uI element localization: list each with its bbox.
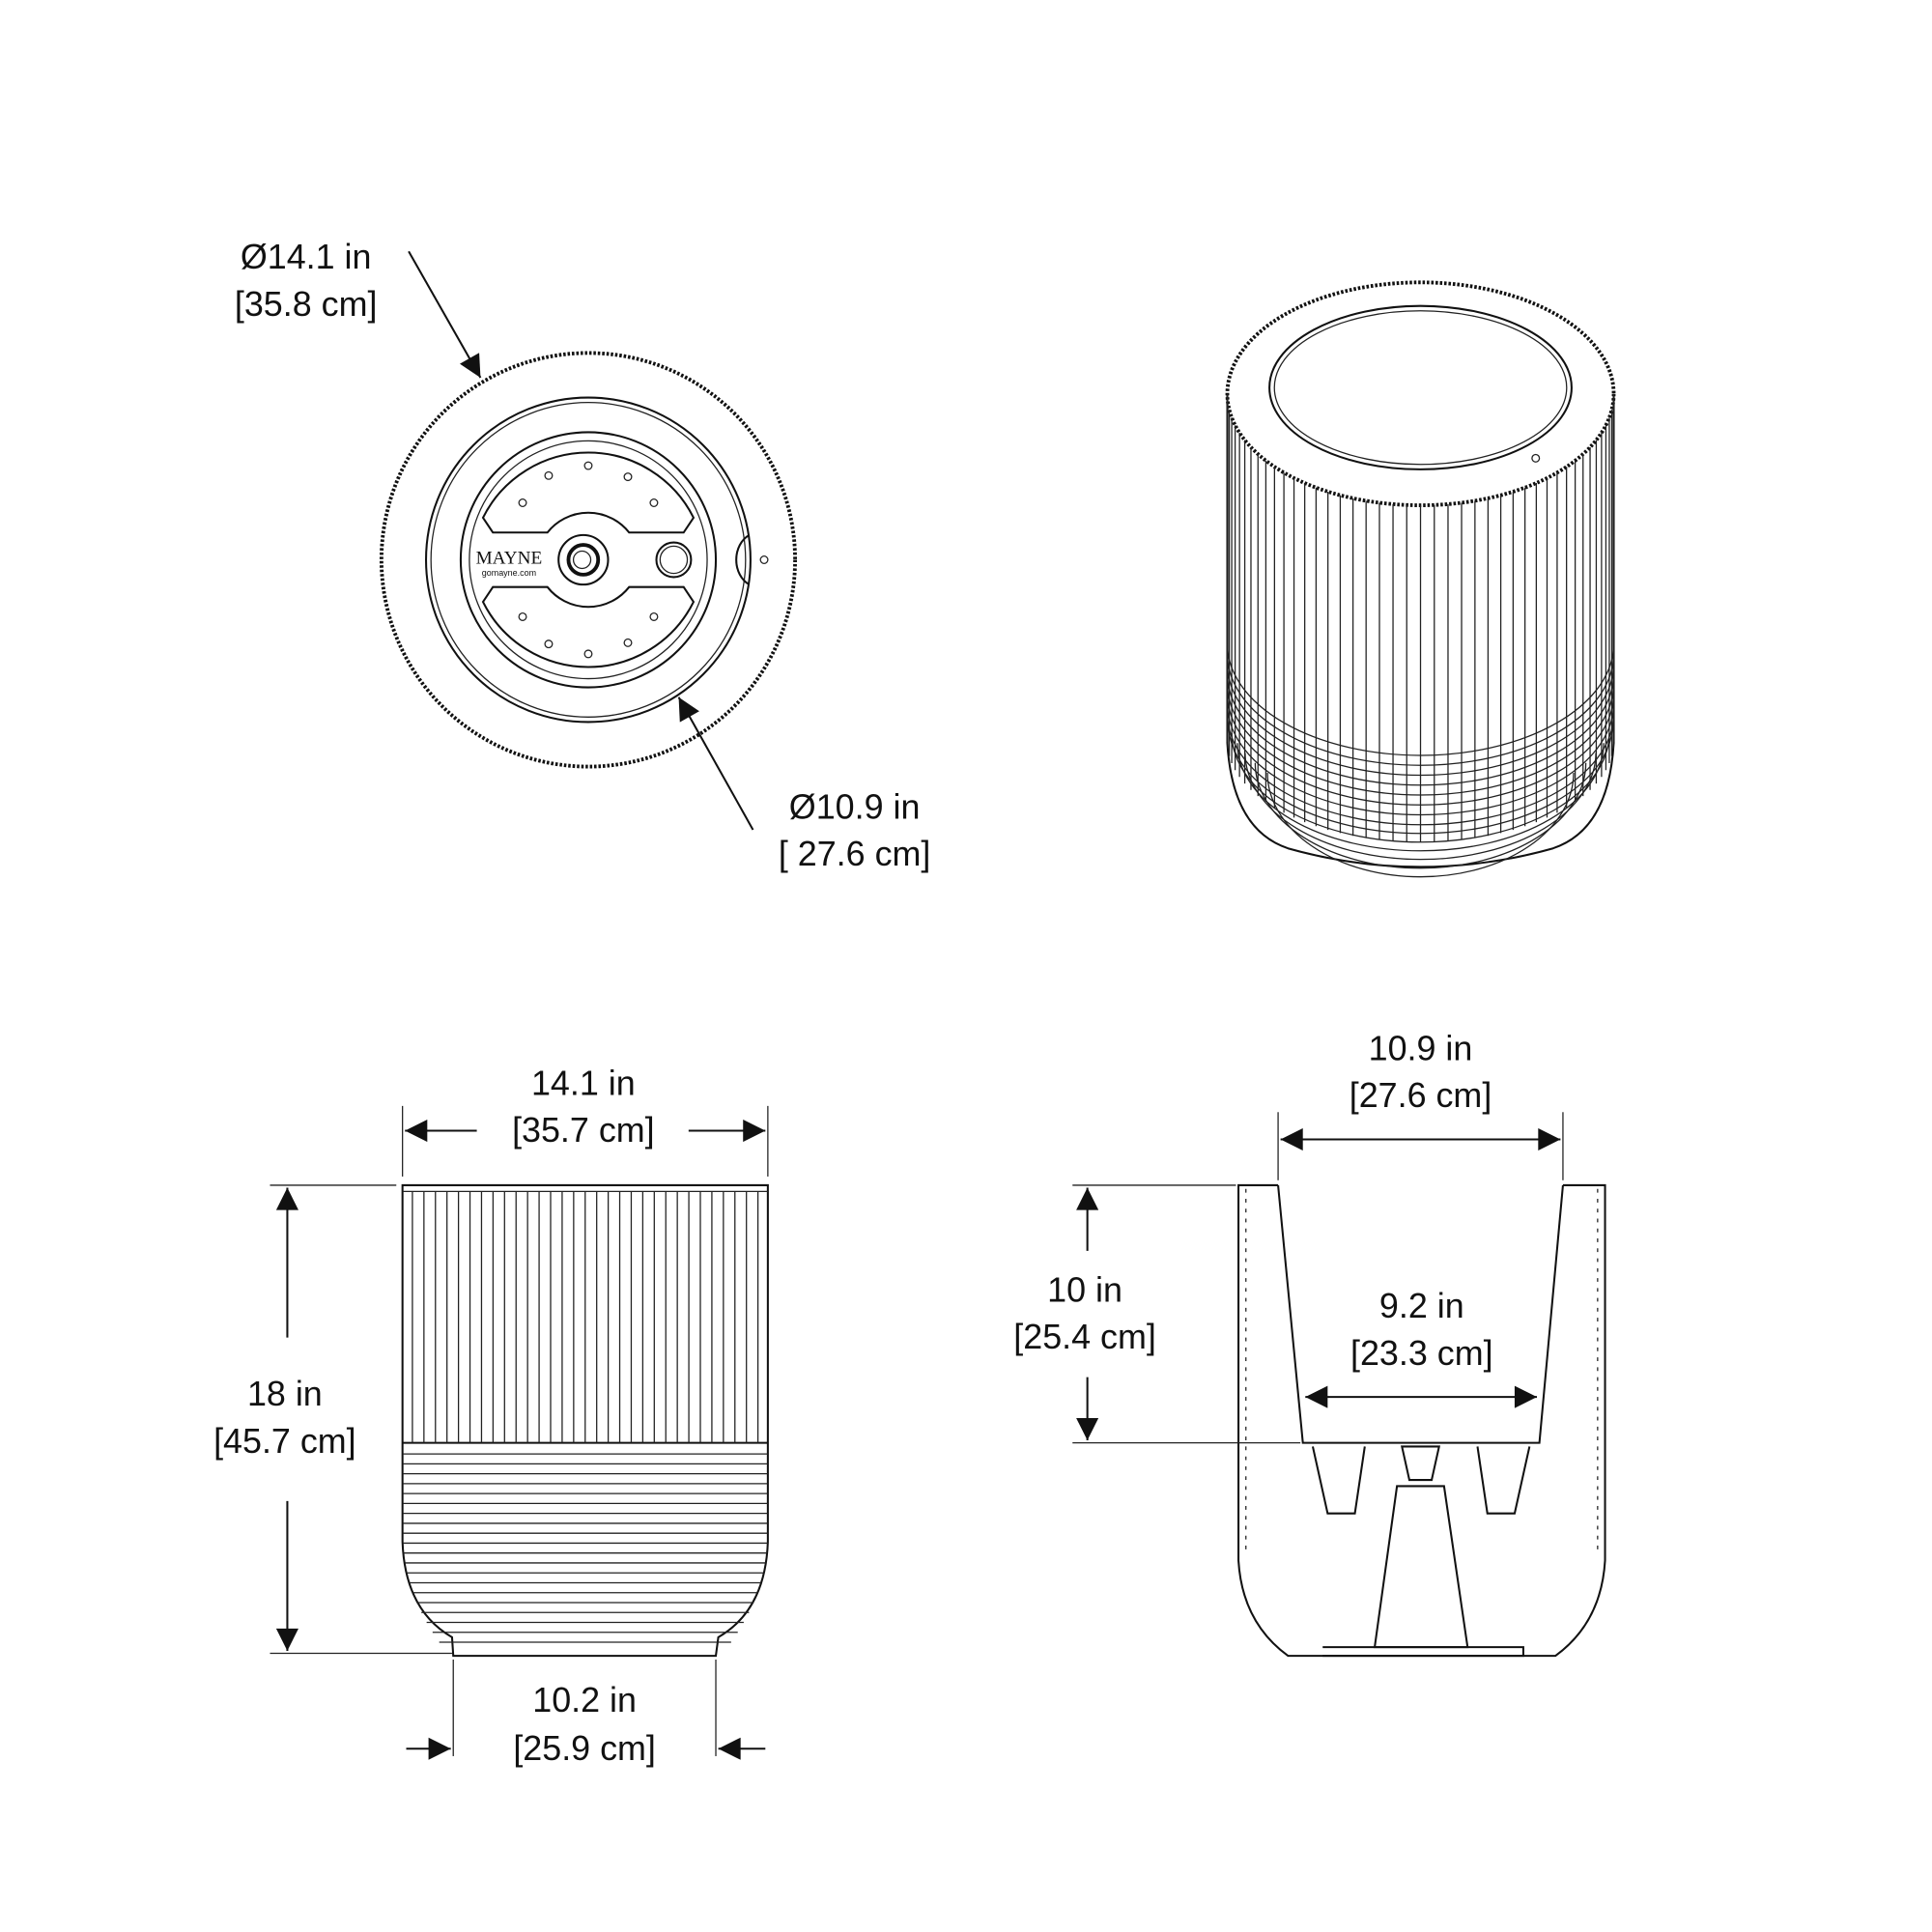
texture-line <box>1226 713 1615 826</box>
brand-url: gomayne.com <box>482 568 536 578</box>
front-ribs <box>402 1453 768 1643</box>
top-width-in: 14.1 in <box>531 1064 636 1102</box>
inner-diameter-in: Ø10.9 in <box>789 787 921 826</box>
outer-pot-section <box>1237 1183 1606 1658</box>
inner-diameter-leader <box>677 696 754 831</box>
texture-line <box>1226 664 1615 777</box>
texture-line <box>1226 703 1615 816</box>
insert-bottom-width-cm: [23.3 cm] <box>1350 1334 1493 1373</box>
upper-handle <box>481 451 696 534</box>
base-plate <box>1322 1646 1524 1658</box>
outer-diameter-in: Ø14.1 in <box>241 238 372 276</box>
insert-top-width-cm: [27.6 cm] <box>1350 1076 1492 1115</box>
overflow-port <box>655 541 693 579</box>
height-in: 18 in <box>247 1375 323 1413</box>
iso-top-rim <box>1225 280 1616 507</box>
insert-top-width-in: 10.9 in <box>1369 1029 1473 1067</box>
iso-flutes <box>1226 393 1615 842</box>
front-view: 14.1 in [35.7 cm] 18 in [45.7 cm] 10.2 i… <box>213 1064 769 1768</box>
iso-ribs <box>1226 643 1615 878</box>
right-leg <box>1476 1446 1531 1515</box>
insert-bottom-width-in: 9.2 in <box>1379 1287 1464 1325</box>
center-fill-port <box>557 533 610 586</box>
outer-rim <box>379 351 797 769</box>
left-leg <box>1311 1446 1366 1515</box>
front-flutes <box>412 1191 759 1443</box>
top-width-cm: [35.7 cm] <box>512 1111 655 1150</box>
texture-line <box>1231 732 1610 843</box>
texture-line <box>1254 762 1587 869</box>
texture-line <box>1226 673 1615 786</box>
water-reservoir-cone <box>1373 1485 1469 1649</box>
isometric-view <box>1225 280 1616 878</box>
insert-depth-cm: [25.4 cm] <box>1013 1318 1156 1356</box>
insert-depth-in: 10 in <box>1047 1270 1122 1309</box>
texture-line <box>1226 683 1615 796</box>
base-width-cm: [25.9 cm] <box>513 1729 656 1768</box>
base-width-in: 10.2 in <box>532 1681 637 1719</box>
top-view: MAYNE gomayne.com Ø14.1 in [35.8 cm] Ø10… <box>235 238 930 873</box>
wick-connector <box>1401 1445 1441 1482</box>
outer-diameter-cm: [35.8 cm] <box>235 285 378 324</box>
texture-line <box>1226 643 1615 756</box>
outer-diameter-leader <box>408 250 482 379</box>
texture-line <box>1226 693 1615 806</box>
inner-rim <box>425 396 752 724</box>
inner-diameter-cm: [ 27.6 cm] <box>779 835 931 873</box>
texture-line <box>1244 753 1597 861</box>
brand-logo: MAYNE <box>476 548 543 568</box>
texture-line <box>1266 772 1575 878</box>
section-view: 10.9 in [27.6 cm] 10 in [25.4 cm] 9.2 in… <box>1013 1029 1606 1658</box>
reservoir-ring <box>459 431 718 689</box>
insert-section <box>1277 1184 1564 1444</box>
front-outline <box>401 1183 769 1658</box>
texture-line <box>1228 723 1613 835</box>
lower-handle <box>481 585 696 668</box>
height-cm: [45.7 cm] <box>213 1422 356 1461</box>
texture-line <box>1226 653 1615 766</box>
iso-insert <box>1268 304 1573 470</box>
